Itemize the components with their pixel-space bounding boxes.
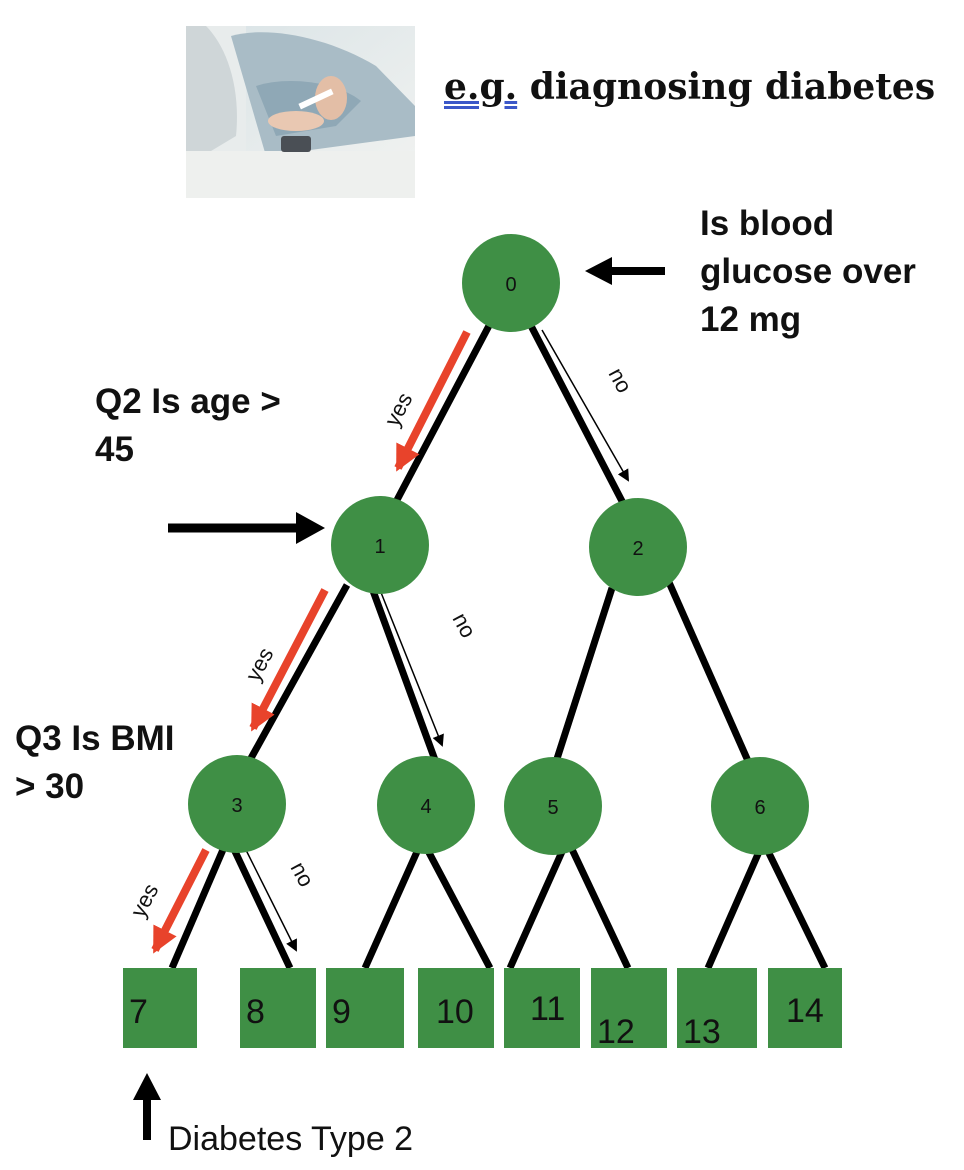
question-3-label: Q3 Is BMI > 30 [15, 715, 174, 811]
question-3-line: Q3 Is BMI [15, 719, 175, 758]
leaf-label: 14 [786, 992, 824, 1030]
leaf-9: 9 [326, 968, 404, 1048]
yes-arrow-0 [394, 330, 471, 472]
yes-arrow-3 [151, 848, 210, 954]
edge-label-no: no [448, 609, 482, 642]
leaf-label: 10 [436, 993, 474, 1031]
no-arrow-1 [379, 589, 444, 747]
node-label: 3 [231, 795, 242, 817]
node-label: 5 [547, 797, 558, 819]
edge-label-yes: yes [379, 388, 417, 430]
question-1-label: Is blood glucose over 12 mg [700, 200, 916, 344]
leaf-label: 13 [683, 1013, 721, 1051]
edge-3-8 [228, 843, 294, 970]
no-arrows [244, 329, 629, 952]
edge-6-14 [761, 843, 829, 970]
leaf-label: 11 [530, 990, 565, 1028]
leaf-8: 8 [240, 968, 316, 1048]
node-3: 3 [188, 755, 286, 853]
question-2-line: Q2 Is age > [95, 382, 281, 421]
leaf-label: 9 [332, 993, 351, 1031]
question-1-line: glucose over [700, 252, 916, 291]
outcome-label: Diabetes Type 2 [168, 1120, 414, 1158]
node-label: 0 [505, 274, 516, 296]
pointer-arrows [133, 257, 665, 1140]
leaf-label: 12 [597, 1013, 635, 1051]
glucose-test-photo [186, 26, 415, 198]
yes-path-arrows [151, 330, 471, 954]
no-arrow-3 [244, 847, 297, 952]
leaf-label: 8 [246, 993, 265, 1031]
leaf-7: 7 [123, 968, 197, 1048]
no-arrow-0 [541, 329, 629, 482]
heading-prefix: e.g. [444, 66, 518, 108]
leaf-12: 12 [591, 968, 667, 1051]
edge-5-12 [566, 843, 632, 970]
leaf-11: 11 [504, 968, 580, 1048]
node-5: 5 [504, 757, 602, 855]
edge-2-6 [664, 578, 756, 772]
arrow-icon [133, 1073, 161, 1100]
edge-label-no: no [286, 858, 320, 891]
decision-nodes: 0 1 2 3 4 5 6 [188, 234, 809, 855]
question-2-line: 45 [95, 430, 134, 469]
edge-label-no: no [604, 364, 638, 397]
yes-arrow-1 [249, 588, 329, 732]
arrow-icon [296, 512, 325, 544]
heading: e.g. diagnosing diabetes [444, 66, 935, 108]
node-label: 4 [420, 796, 431, 818]
question-1-line: 12 mg [700, 300, 802, 339]
leaf-13: 13 [677, 968, 757, 1051]
node-1: 1 [331, 496, 429, 594]
edge-6-13 [704, 843, 766, 970]
question-1-line: Is blood [700, 204, 835, 243]
edge-label-yes: yes [240, 643, 278, 685]
edge-2-5 [551, 586, 616, 767]
heading-text: diagnosing diabetes [529, 66, 936, 108]
node-4: 4 [377, 756, 475, 854]
edge-3-7 [168, 843, 229, 970]
edge-0-2 [524, 318, 628, 507]
leaf-label: 7 [129, 993, 148, 1031]
node-label: 6 [754, 797, 765, 819]
edge-1-4 [368, 586, 439, 762]
edge-5-11 [506, 843, 569, 970]
node-2: 2 [589, 498, 687, 596]
edge-label-yes: yes [125, 879, 163, 921]
node-label: 1 [374, 536, 385, 558]
node-6: 6 [711, 757, 809, 855]
node-label: 2 [632, 538, 643, 560]
leaf-10: 10 [418, 968, 494, 1048]
edge-4-9 [361, 843, 424, 970]
question-3-line: > 30 [15, 767, 85, 806]
tree-edges [168, 318, 829, 970]
arrow-icon [585, 257, 612, 285]
node-0: 0 [462, 234, 560, 332]
question-2-label: Q2 Is age > 45 [95, 378, 281, 474]
leaf-14: 14 [768, 968, 842, 1048]
edge-4-10 [421, 843, 494, 970]
leaf-nodes: 7 8 9 10 11 12 13 14 [123, 968, 842, 1051]
